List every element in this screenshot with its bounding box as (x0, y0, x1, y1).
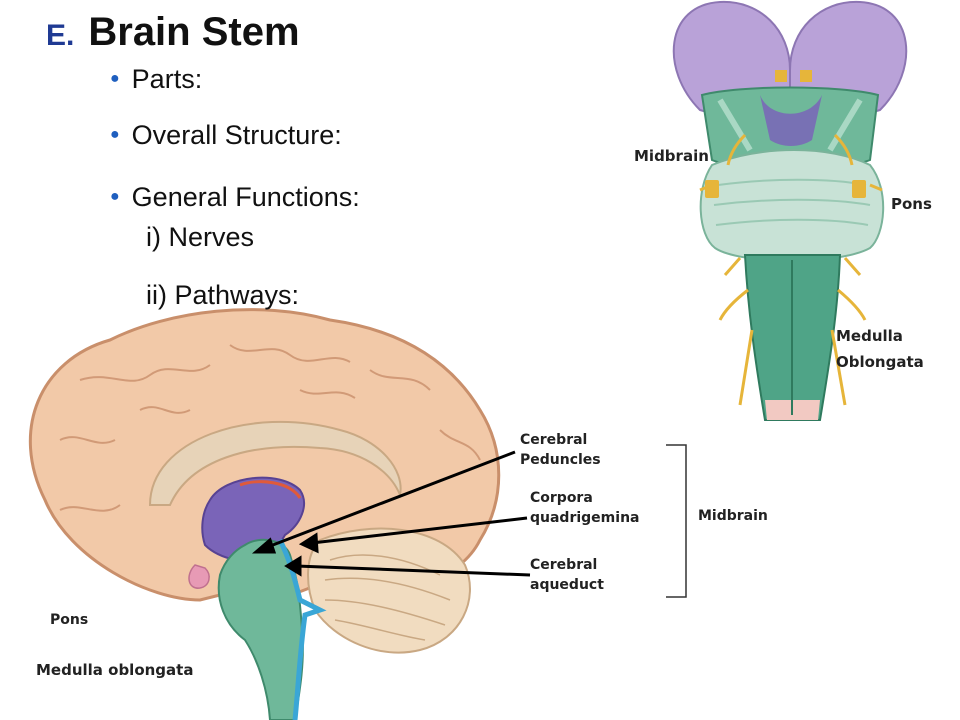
pons-region (699, 149, 885, 262)
sagittal-brain-figure (28, 308, 501, 720)
subitem-nerves: i) Nerves (146, 222, 255, 252)
page-title: E. Brain Stem (46, 10, 300, 55)
label-top-midbrain: Midbrain (634, 147, 709, 165)
arrow-cerebral-aqueduct (295, 564, 531, 577)
label-top-medulla-line2: Oblongata (836, 353, 924, 371)
label-bracket-midbrain: Midbrain (698, 508, 768, 524)
title-number: E. (46, 19, 75, 52)
cerebellum (307, 527, 471, 654)
leader-arrows (251, 450, 531, 577)
arrow-cerebral-peduncles (264, 450, 516, 550)
label-top-medulla-line1: Medulla (836, 327, 903, 345)
label-corpora-quadrigemina: Corpora quadrigemina (530, 490, 640, 526)
midbrain-pons-medulla (217, 538, 304, 720)
arrow-corpora-quadrigemina (311, 516, 528, 545)
anterior-brainstem-figure (672, 0, 908, 421)
label-bottom-medulla: Medulla oblongata (36, 661, 194, 679)
label-bottom-pons: Pons (50, 612, 89, 628)
bullet-general-functions: ●General Functions: (110, 182, 360, 212)
midbrain-bracket (666, 444, 687, 598)
title-text: Brain Stem (88, 10, 300, 54)
bullet-overall-structure: ●Overall Structure: (110, 120, 342, 150)
label-cerebral-peduncles: Cerebral Peduncles (520, 432, 601, 468)
label-top-pons: Pons (891, 195, 932, 213)
label-cerebral-aqueduct: Cerebral aqueduct (530, 557, 604, 593)
bullet-parts: ●Parts: (110, 64, 203, 94)
subitem-pathways: ii) Pathways: (146, 280, 300, 310)
